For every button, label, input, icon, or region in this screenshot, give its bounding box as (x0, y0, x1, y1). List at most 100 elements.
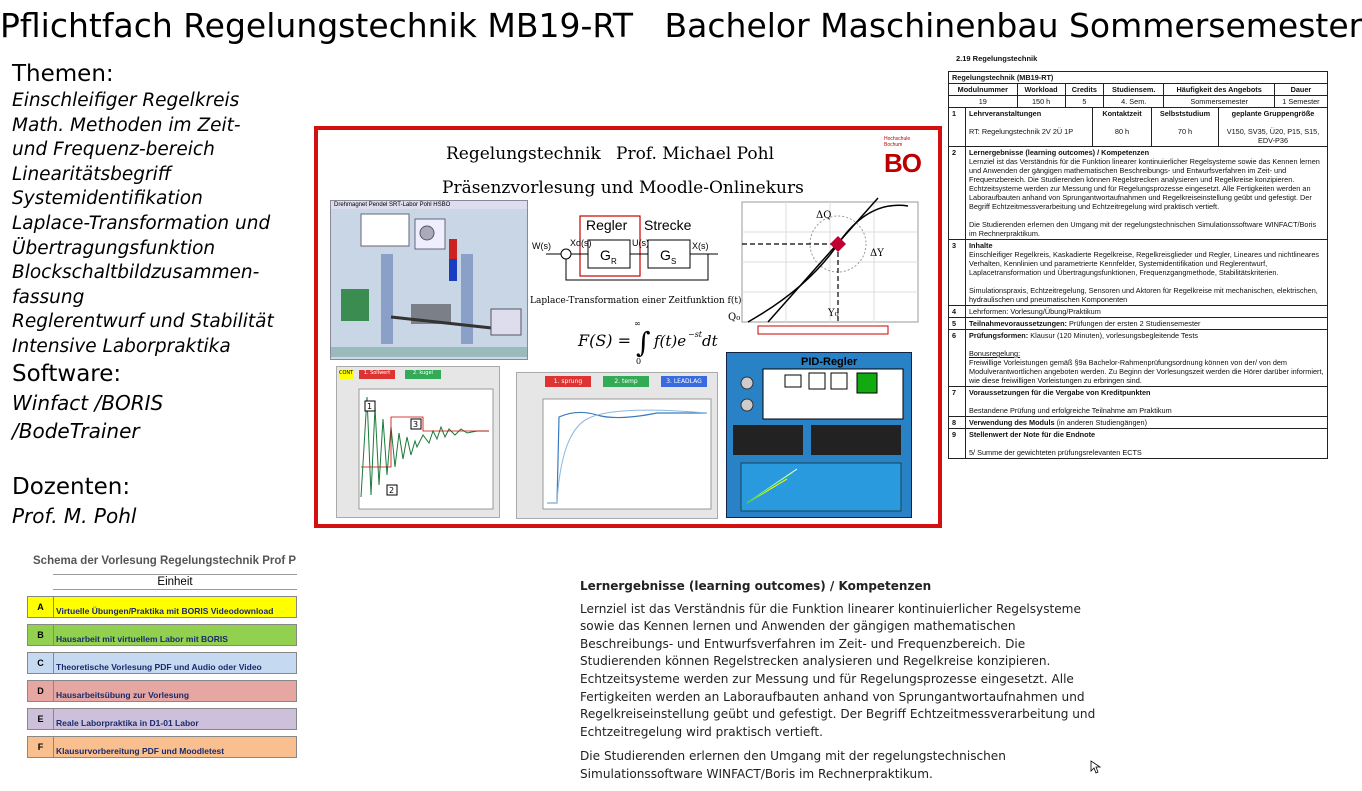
svg-text:F(S) =: F(S) = (577, 331, 631, 350)
schema-row-letter: E (27, 708, 54, 730)
themen-item: Math. Methoden im Zeit- (12, 114, 241, 136)
dozent-name: Prof. M. Pohl (12, 503, 137, 528)
software-item: /BodeTrainer (12, 418, 140, 443)
schema-row-letter: B (27, 624, 54, 646)
module-value-cell: 19 (948, 95, 1018, 108)
themen-item: Intensive Laborpraktika (12, 335, 231, 357)
themen-item: Blockschaltbildzusammen- (12, 262, 260, 284)
laplace-formula: F(S) = ∫ ∞ 0 f(t)e −st dt (577, 319, 719, 366)
strecke-label: Strecke (644, 217, 692, 233)
schema-row-text: Reale Laborpraktika in D1-01 Labor (54, 708, 297, 730)
pendulum-simulation-screenshot: Drehmagnet Pendel SRT-Labor Pohl HSBO (330, 200, 528, 360)
slide-title-left: Regelungstechnik (446, 144, 601, 164)
module-description-table: 2.19 Regelungstechnik Regelungstechnik (… (948, 52, 1329, 577)
schema-row-letter: D (27, 680, 54, 702)
themen-item: Laplace-Transformation und (12, 212, 271, 234)
svg-text:R: R (611, 257, 617, 266)
themen-item: Systemidentifikation (12, 188, 203, 210)
themen-heading: Themen: (12, 61, 114, 87)
software-item: Winfact /BORIS (12, 390, 164, 415)
svg-text:G: G (600, 247, 611, 263)
dozenten-heading: Dozenten: (12, 473, 131, 500)
laplace-caption: Laplace-Transformation einer Zeitfunktio… (530, 296, 745, 306)
learning-outcomes-paragraph-1: Lernziel ist das Verständnis für die Fun… (580, 601, 1096, 739)
themen-item: fassung (12, 286, 85, 308)
svg-text:Y₀: Y₀ (827, 308, 839, 319)
schema-row-text: Hausarbeit mit virtuellem Labor mit BORI… (54, 624, 297, 646)
svg-text:Xd(s): Xd(s) (570, 238, 592, 248)
learning-outcomes-excerpt: Lernergebnisse (learning outcomes) / Kom… (580, 578, 1100, 791)
module-value-cell: 4. Sem. (1103, 95, 1165, 108)
svg-text:3: 3 (413, 420, 418, 429)
svg-text:X(s): X(s) (692, 241, 709, 251)
schema-row-text: Hausarbeitsübung zur Vorlesung (54, 680, 297, 702)
themen-item: Übertragungsfunktion (12, 237, 216, 259)
svg-text:f(t)e: f(t)e (653, 332, 686, 350)
svg-text:G: G (660, 247, 671, 263)
module-header-cell: Modulnummer (948, 83, 1018, 96)
module-value-cell: 5 (1064, 95, 1105, 108)
svg-text:2: 2 (389, 486, 394, 495)
schema-row-text: Theoretische Vorlesung PDF und Audio ode… (54, 652, 297, 674)
svg-text:−st: −st (688, 330, 703, 339)
module-section-title: 2.19 Regelungstechnik (956, 54, 1038, 63)
mouse-cursor-icon (1090, 760, 1102, 774)
module-header-cell: Studiensem. (1103, 83, 1165, 96)
svg-text:Q₀: Q₀ (728, 312, 740, 323)
svg-text:0: 0 (636, 357, 641, 366)
learning-outcomes-heading: Lernergebnisse (learning outcomes) / Kom… (580, 579, 932, 593)
module-name: Regelungstechnik (MB19-RT) (948, 71, 1328, 84)
pid-controller-panel: PID-Regler (726, 352, 912, 518)
module-header-cell: Credits (1064, 83, 1105, 96)
themen-item: Einschleifiger Regelkreis (12, 90, 240, 111)
regler-label: Regler (586, 217, 628, 233)
svg-text:1: 1 (367, 402, 372, 411)
svg-text:W(s): W(s) (532, 241, 551, 251)
themen-item: und Frequenz-bereich (12, 139, 215, 161)
learning-outcomes-paragraph-2: Die Studierenden erlernen den Umgang mit… (580, 749, 1006, 781)
svg-text:S: S (671, 257, 676, 266)
schema-row-letter: A (27, 596, 54, 618)
svg-text:U(s): U(s) (632, 238, 649, 248)
schema-row-text: Virtuelle Übungen/Praktika mit BORIS Vid… (54, 596, 297, 618)
svg-text:∫: ∫ (636, 326, 651, 359)
linearization-curve-chart: ΔQ ΔY Q₀ Y₀ (728, 197, 919, 335)
lecture-slide: Regelungstechnik Prof. Michael Pohl Präs… (314, 126, 942, 528)
themen-item: Linearitätsbegriff (12, 163, 172, 185)
module-header-cell: Workload (1016, 83, 1066, 96)
svg-text:dt: dt (702, 332, 719, 350)
slide-title-right: Prof. Michael Pohl (616, 144, 775, 164)
module-header-cell: Häufigkeit des Angebots (1163, 83, 1275, 96)
software-heading: Software: (12, 360, 122, 387)
module-value-cell: 150 h (1016, 95, 1066, 108)
svg-text:ΔQ: ΔQ (816, 210, 831, 221)
schema-row-letter: C (27, 652, 54, 674)
module-value-cell: Sommersemester (1163, 95, 1275, 108)
svg-text:ΔY: ΔY (870, 248, 884, 259)
themen-item: Reglerentwurf und Stabilität (12, 311, 274, 333)
schema-title: Schema der Vorlesung Regelungstechnik Pr… (33, 555, 297, 567)
module-value-cell: 1 Semester (1273, 95, 1329, 108)
control-loop-block-diagram: Regler Strecke G R G S W(s) Xd(s) U(s) X… (532, 215, 718, 281)
university-logo: Hochschule Bochum BO (884, 136, 922, 178)
schema-column-header: Einheit (53, 574, 297, 590)
svg-text:∞: ∞ (634, 319, 641, 328)
pid-title: PID-Regler (801, 356, 858, 368)
schema-row-letter: F (27, 736, 54, 758)
schema-row-text: Klausurvorbereitung PDF und Moodletest (54, 736, 297, 758)
module-header-cell: Dauer (1273, 83, 1329, 96)
step-response-chart-1: CONT 1. Sollwert 2. kugel 1 2 3 (336, 366, 500, 518)
schema-table: Schema der Vorlesung Regelungstechnik Pr… (27, 548, 297, 758)
step-response-chart-2: 1. sprung 2. temp 3. LEADLAG (516, 372, 718, 519)
pendulum-diagram (331, 209, 527, 357)
page-title: Pflichtfach Regelungstechnik MB19-RT Bac… (0, 6, 1362, 45)
slide-subtitle: Präsenzvorlesung und Moodle-Onlinekurs (442, 178, 804, 198)
